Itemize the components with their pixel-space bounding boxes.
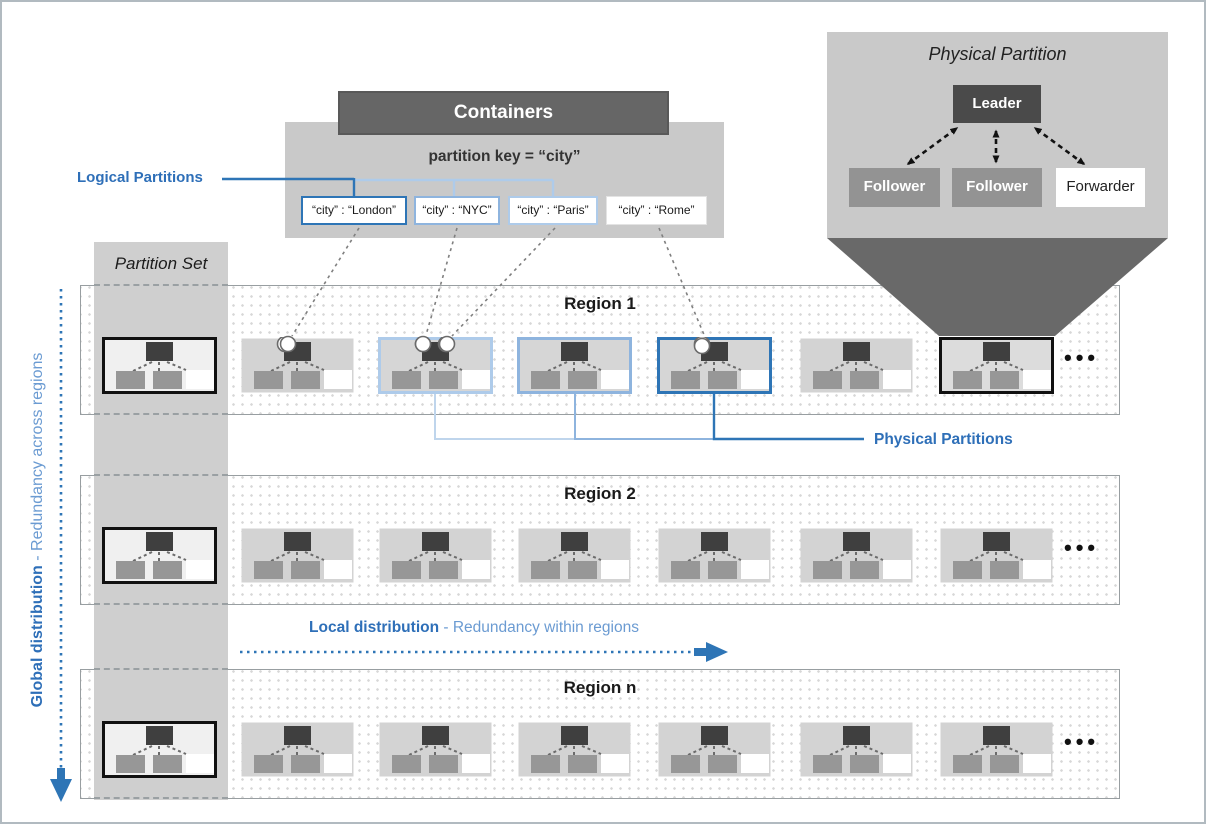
partition-icon-plain — [939, 527, 1054, 584]
region-band-dashed-border — [94, 284, 228, 286]
partition-icon-set — [102, 721, 217, 778]
region-title: Region n — [563, 678, 637, 697]
forwarder-node: Forwarder — [1056, 168, 1145, 207]
local-distribution-label: Local distribution - Redundancy within r… — [239, 619, 709, 637]
partition-icon-set — [102, 527, 217, 584]
partition-icon-plain — [378, 721, 493, 778]
logical-partition-paris: “city” : “Paris” — [508, 196, 598, 225]
region-band-dashed-border — [94, 413, 228, 415]
partition-icon-plain — [799, 527, 914, 584]
more-partitions-ellipsis: ••• — [1064, 729, 1100, 754]
global-distribution-bold: Global distribution — [29, 565, 46, 708]
logical-partition-london: “city” : “London” — [301, 196, 407, 225]
partition-icon-plain — [378, 527, 493, 584]
local-distribution-rest: - Redundancy within regions — [439, 619, 639, 636]
region-title: Region 2 — [564, 484, 636, 503]
follower-node: Follower — [952, 168, 1042, 207]
local-distribution-bold: Local distribution — [309, 619, 440, 636]
global-distribution-label: Global distribution - Redundancy across … — [29, 280, 51, 780]
partition-icon-plain — [240, 721, 355, 778]
partition-set-column: Partition Set — [94, 242, 228, 800]
region-band-dashed-border — [94, 603, 228, 605]
partition-key-label: partition key = “city” — [428, 148, 581, 165]
containers-header: Containers — [338, 91, 669, 135]
partition-icon-plain — [799, 721, 914, 778]
region-band-dashed-border — [94, 797, 228, 799]
physical-partition-detail: Physical Partition Leader Follower Follo… — [827, 32, 1168, 238]
more-partitions-ellipsis: ••• — [1064, 535, 1100, 560]
region-band-dashed-border — [94, 668, 228, 670]
partition-icon-plain — [799, 337, 914, 394]
region-band-dashed-border — [94, 474, 228, 476]
partition-icon-plain — [517, 721, 632, 778]
logical-partition-nyc: “city” : “NYC” — [414, 196, 500, 225]
more-partitions-ellipsis: ••• — [1064, 345, 1100, 370]
partition-icon-plain — [240, 335, 355, 394]
physical-partitions-label: Physical Partitions — [874, 431, 1013, 448]
partition-icon-plain — [240, 527, 355, 584]
partition-icon-plain — [517, 527, 632, 584]
partition-icon-medium — [517, 337, 632, 394]
partition-icon-dark — [657, 335, 772, 394]
logical-partitions-label: Logical Partitions — [77, 169, 203, 186]
partition-set-title: Partition Set — [114, 254, 208, 273]
leader-node: Leader — [953, 85, 1041, 123]
logical-partition-rome: “city” : “Rome” — [606, 196, 707, 225]
partition-icon-plain — [657, 527, 772, 584]
follower-node: Follower — [849, 168, 940, 207]
partition-icon-plain — [657, 721, 772, 778]
physical-partition-title: Physical Partition — [928, 44, 1067, 64]
partition-icon-plain — [939, 721, 1054, 778]
partition-icon-set — [102, 337, 217, 394]
partition-icon-black — [939, 337, 1054, 394]
region-title: Region 1 — [564, 294, 636, 313]
global-distribution-rest: - Redundancy across regions — [29, 352, 46, 566]
partition-icon-light — [378, 335, 493, 394]
